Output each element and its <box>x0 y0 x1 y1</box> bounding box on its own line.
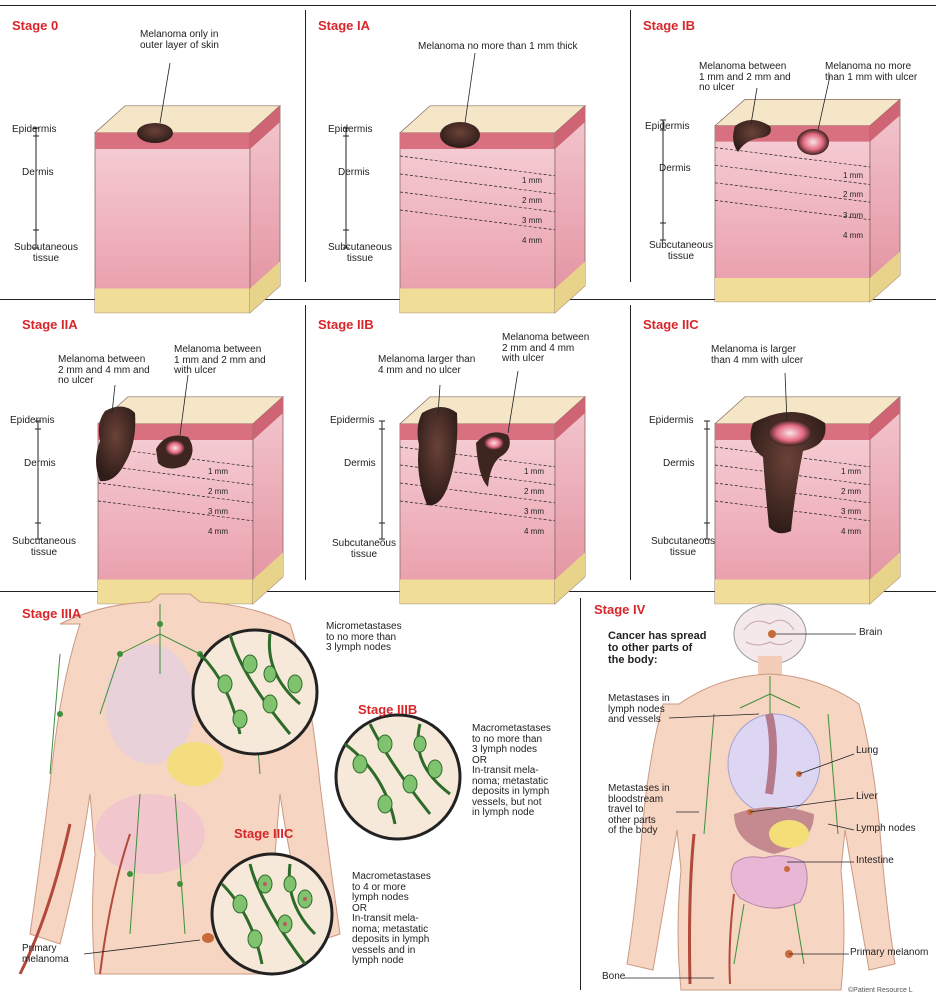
bone-label: Bone <box>602 972 625 983</box>
depth-3mm: 3 mm <box>524 507 544 516</box>
depth-1mm: 1 mm <box>841 467 861 476</box>
subcutaneous-label: Subcutaneous tissue <box>328 243 392 264</box>
depth-3mm: 3 mm <box>843 211 863 220</box>
depth-3mm: 3 mm <box>841 507 861 516</box>
depth-2mm: 2 mm <box>524 487 544 496</box>
col-rule-5 <box>580 598 581 990</box>
stage-iiic-title: Stage IIIC <box>234 826 293 841</box>
dermis-label: Dermis <box>663 459 695 470</box>
depth-1mm: 1 mm <box>524 467 544 476</box>
depth-1mm: 1 mm <box>522 176 542 185</box>
panel-stage-ia: Stage IA Melanoma no more than 1 mm thic… <box>310 8 625 293</box>
dermis-label: Dermis <box>22 168 54 179</box>
col-rule-1 <box>305 10 306 282</box>
subcutaneous-label: Subcutaneous tissue <box>14 243 78 264</box>
stage-ib-callout-a: Melanoma between 1 mm and 2 mm and no ul… <box>699 62 791 94</box>
lymph-nodes-label: Lymph nodes <box>856 824 916 835</box>
col-rule-4 <box>630 305 631 580</box>
dermis-label: Dermis <box>24 459 56 470</box>
depth-2mm: 2 mm <box>208 487 228 496</box>
col-rule-3 <box>305 305 306 580</box>
panel-stage-iic: Stage IIC Melanoma is larger than 4 mm w… <box>635 303 936 588</box>
stage-ib-tumor-ulcer <box>797 129 829 155</box>
stage-iv-title: Stage IV <box>594 602 645 617</box>
depth-2mm: 2 mm <box>522 196 542 205</box>
depth-1mm: 1 mm <box>843 171 863 180</box>
stage-iic-tumor-ulcer <box>768 420 812 446</box>
stage-iib-callout-a: Melanoma larger than 4 mm and no ulcer <box>378 355 475 376</box>
depth-2mm: 2 mm <box>843 190 863 199</box>
stage-iic-callout: Melanoma is larger than 4 mm with ulcer <box>711 345 803 366</box>
depth-4mm: 4 mm <box>208 527 228 536</box>
subcutaneous-label: Subcutaneous tissue <box>332 539 396 560</box>
dermis-label: Dermis <box>344 459 376 470</box>
stage-ib-callout-b: Melanoma no more than 1 mm with ulcer <box>825 62 917 83</box>
depth-4mm: 4 mm <box>843 231 863 240</box>
dermis-label: Dermis <box>659 164 691 175</box>
epidermis-label: Epidermis <box>645 122 689 133</box>
stage-iv-bloodstream-note: Metastases in bloodstream travel to othe… <box>608 784 670 837</box>
stage-ia-tumor <box>440 122 480 148</box>
stage-iiib-note: Macrometastases to no more than 3 lymph … <box>472 724 551 819</box>
stage-iib-tumor-ulcer <box>484 436 504 450</box>
subcutaneous-label: Subcutaneous tissue <box>649 241 713 262</box>
stage-iii-primary-melanoma <box>202 933 214 943</box>
stage-iv-lymph-vessels-note: Metastases in lymph nodes and vessels <box>608 694 670 726</box>
liver-label: Liver <box>856 792 878 803</box>
panel-stage-iv: Stage IV Cancer has spread to other part… <box>584 594 936 994</box>
stage-0-tumor <box>137 123 173 143</box>
epidermis-label: Epidermis <box>649 416 693 427</box>
depth-3mm: 3 mm <box>208 507 228 516</box>
depth-3mm: 3 mm <box>522 216 542 225</box>
panel-stage-0: Stage 0 Melanoma only in outer layer of … <box>0 8 300 293</box>
stage-iiic-note: Macrometastases to 4 or more lymph nodes… <box>352 872 431 967</box>
epidermis-label: Epidermis <box>10 416 54 427</box>
stage-iv-heading: Cancer has spread to other parts of the … <box>608 630 706 666</box>
depth-1mm: 1 mm <box>208 467 228 476</box>
depth-4mm: 4 mm <box>524 527 544 536</box>
panel-stage-ib: Stage IB Melanoma between 1 mm and 2 mm … <box>635 8 936 293</box>
epidermis-label: Epidermis <box>12 125 56 136</box>
stage-iiia-note: Micrometastases to no more than 3 lymph … <box>326 622 402 654</box>
stage-iiic-magnifier <box>212 854 332 974</box>
intestine-label: Intestine <box>856 856 894 867</box>
stage-iiib-title: Stage IIIB <box>358 702 417 717</box>
top-rule <box>0 5 936 6</box>
stage-iia-callout-b: Melanoma between 1 mm and 2 mm and with … <box>174 345 266 377</box>
panel-stage-iii: Stage IIIA Stage IIIB Stage IIIC Microme… <box>0 594 578 994</box>
stage-0-callout: Melanoma only in outer layer of skin <box>140 30 219 51</box>
subcutaneous-label: Subcutaneous tissue <box>12 537 76 558</box>
panel-stage-iib: Stage IIB Melanoma larger than 4 mm and … <box>310 303 625 588</box>
brain-label: Brain <box>859 628 882 639</box>
stage-iia-tumor-ulcer <box>165 440 185 456</box>
col-rule-2 <box>630 10 631 282</box>
stage-iiia-title: Stage IIIA <box>22 606 81 621</box>
epidermis-label: Epidermis <box>328 125 372 136</box>
stage-iia-callout-a: Melanoma between 2 mm and 4 mm and no ul… <box>58 355 150 387</box>
stage-iiib-magnifier <box>336 715 460 839</box>
subcutaneous-label: Subcutaneous tissue <box>651 537 715 558</box>
depth-4mm: 4 mm <box>522 236 542 245</box>
lung-label: Lung <box>856 746 878 757</box>
depth-4mm: 4 mm <box>841 527 861 536</box>
stage-iib-callout-b: Melanoma between 2 mm and 4 mm with ulce… <box>502 333 589 365</box>
stage-iii-primary-label: Primary melanoma <box>22 944 69 965</box>
stage-ia-callout: Melanoma no more than 1 mm thick <box>418 42 578 53</box>
epidermis-label: Epidermis <box>330 416 374 427</box>
panel-stage-iia: Stage IIA Melanoma between 2 mm and 4 mm… <box>0 303 300 588</box>
stage-iv-primary-label: Primary melanom <box>850 948 936 959</box>
stage-iiia-magnifier <box>193 630 317 754</box>
depth-2mm: 2 mm <box>841 487 861 496</box>
dermis-label: Dermis <box>338 168 370 179</box>
